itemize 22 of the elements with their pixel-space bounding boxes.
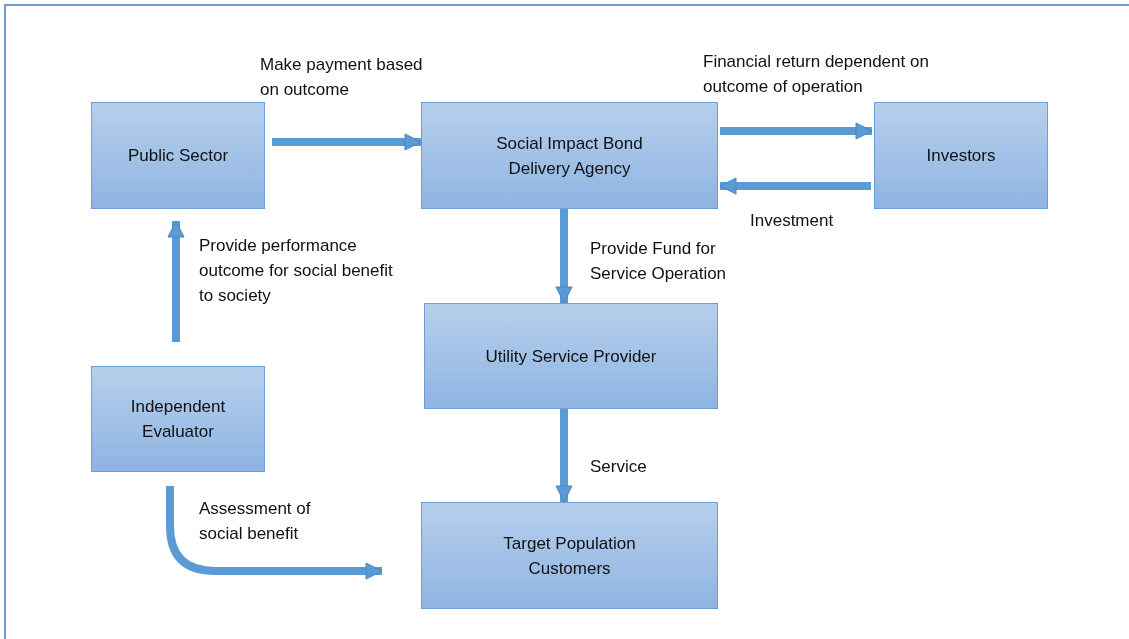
box-label: Public Sector xyxy=(127,145,229,167)
edge-label: Service xyxy=(590,456,648,478)
process-box xyxy=(874,102,1048,209)
edge-label: Financial return dependent on outcome of operation xyxy=(703,51,930,98)
edge-label: Provide performance outcome for social benefit to society xyxy=(199,235,394,307)
arrow xyxy=(555,209,573,304)
box-label: Investors xyxy=(926,145,996,167)
process-box xyxy=(421,102,718,209)
edge-label: Provide Fund for Service Operation xyxy=(590,238,728,285)
box-label: Target Population Customers xyxy=(502,532,637,580)
box-label: Independent Evaluator xyxy=(129,396,227,443)
box-label: Social Impact Bond Delivery Agency xyxy=(495,132,644,180)
process-box xyxy=(91,102,265,209)
process-box xyxy=(424,303,718,409)
arrow xyxy=(720,122,873,140)
process-box xyxy=(91,366,265,472)
process-box xyxy=(421,502,718,609)
arrow xyxy=(555,409,573,503)
edge-label: Assessment of social benefit xyxy=(199,498,312,545)
edge-label: Investment xyxy=(750,210,835,232)
box-label: Utility Service Provider xyxy=(485,345,657,368)
edge-label: Make payment based on outcome xyxy=(260,54,424,101)
